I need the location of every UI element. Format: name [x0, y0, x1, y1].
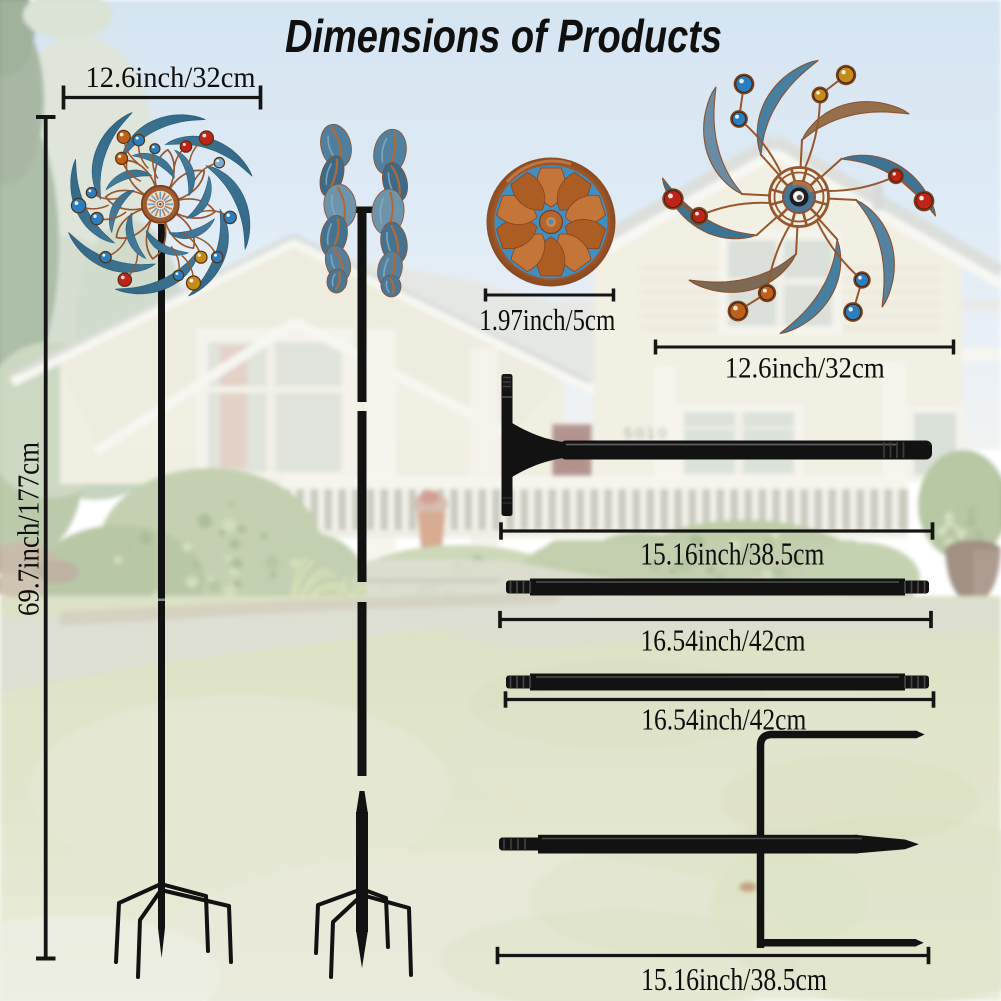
svg-text:16.54inch/42cm: 16.54inch/42cm — [641, 623, 806, 658]
svg-text:16.54inch/42cm: 16.54inch/42cm — [641, 702, 806, 737]
svg-text:Dimensions of Products: Dimensions of Products — [285, 10, 722, 62]
svg-text:12.6inch/32cm: 12.6inch/32cm — [86, 61, 256, 94]
svg-text:15.16inch/38.5cm: 15.16inch/38.5cm — [641, 961, 827, 997]
svg-text:69.7inch/177cm: 69.7inch/177cm — [11, 442, 46, 616]
svg-text:15.16inch/38.5cm: 15.16inch/38.5cm — [640, 536, 824, 572]
svg-text:12.6inch/32cm: 12.6inch/32cm — [725, 352, 885, 385]
svg-text:1.97inch/5cm: 1.97inch/5cm — [479, 302, 615, 337]
